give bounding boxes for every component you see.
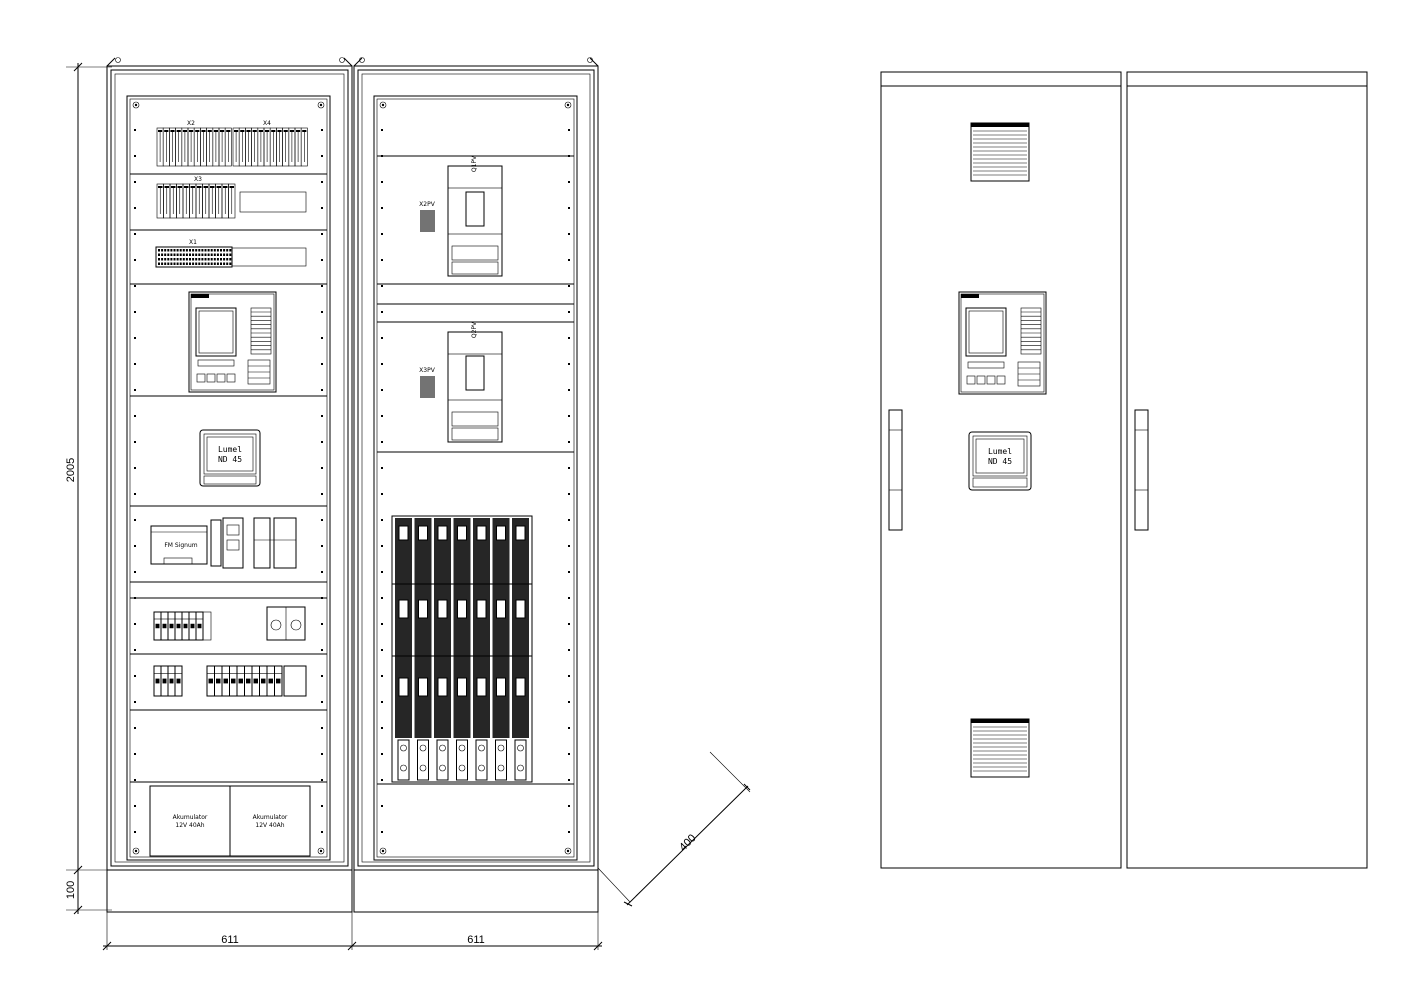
door-handle-left[interactable]: [888, 409, 903, 531]
front-view: Lumel ND 45: [880, 71, 1368, 869]
dimension-width: 611 611: [102, 912, 603, 951]
power-meter-left: Lumel ND 45: [199, 429, 261, 487]
molded-case-breaker-2: Q2PV X3PV: [419, 321, 503, 443]
terminal-block-x2: [156, 127, 232, 167]
terminal-block-x3: [156, 183, 236, 219]
svg-text:X2PV: X2PV: [419, 201, 436, 208]
fuse-disconnectors: [391, 515, 533, 783]
height-plinth-label: 100: [65, 881, 77, 899]
svg-text:Q2PV: Q2PV: [471, 321, 478, 338]
breaker-row-1: [153, 611, 212, 641]
left-mounting-plate: [126, 95, 331, 861]
breaker-row-2: [153, 665, 307, 697]
battery-2: Akumulator 12V 40Ah: [229, 785, 311, 857]
svg-text:Q1PV: Q1PV: [471, 155, 478, 172]
height-total-label: 2005: [65, 458, 77, 482]
dimension-depth: 400: [597, 751, 751, 907]
molded-case-breaker-1: Q1PV X2PV: [419, 155, 503, 277]
terminal-x3-label: X3: [194, 176, 202, 183]
width-right-label: 611: [467, 934, 485, 946]
svg-text:12V 40Ah: 12V 40Ah: [175, 822, 204, 829]
vent-grill-top: [970, 122, 1030, 182]
left-cabinet: X2 X4 X3 X1 Lu: [106, 57, 353, 913]
front-door-left: [880, 71, 1122, 869]
battery-1: Akumulator 12V 40Ah: [149, 785, 231, 857]
meter-brand: Lumel: [218, 445, 242, 454]
terminal-x2-label: X2: [187, 120, 195, 127]
door-meter-model: ND 45: [988, 457, 1012, 466]
door-meter-brand: Lumel: [988, 447, 1012, 456]
terminal-x4-label: X4: [263, 120, 271, 127]
svg-text:Akumulator: Akumulator: [253, 814, 288, 821]
router-brand: FM Signum: [164, 542, 197, 549]
door-handle-right[interactable]: [1134, 409, 1149, 531]
right-cabinet: Q1PV X2PV Q2PV X3PV: [353, 57, 599, 913]
meter-model: ND 45: [218, 455, 242, 464]
vent-grill-bottom: [970, 718, 1030, 778]
svg-text:Akumulator: Akumulator: [173, 814, 208, 821]
right-mounting-plate: [373, 95, 578, 861]
depth-label: 400: [677, 832, 698, 853]
dimension-height: 2005 100: [65, 62, 112, 915]
protection-relay-door: [958, 291, 1047, 395]
terminal-block-x4: [232, 127, 308, 167]
communication-module: FM Signum: [150, 517, 297, 569]
terminal-x1-label: X1: [189, 239, 197, 246]
width-left-label: 611: [221, 934, 239, 946]
svg-text:X3PV: X3PV: [419, 367, 436, 374]
sockets: [266, 606, 306, 641]
left-plinth: [106, 869, 353, 913]
svg-text:12V 40Ah: 12V 40Ah: [255, 822, 284, 829]
power-meter-door: Lumel ND 45: [968, 431, 1032, 491]
right-plinth: [353, 869, 599, 913]
front-door-right: [1126, 71, 1368, 869]
protection-relay: [188, 291, 277, 393]
